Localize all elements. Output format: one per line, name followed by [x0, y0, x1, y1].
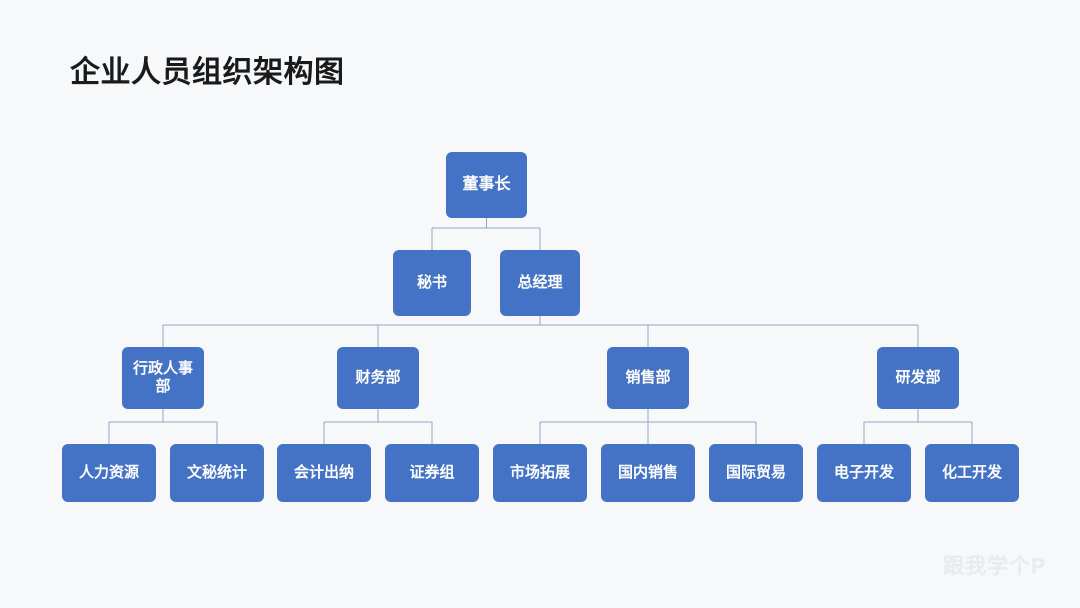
org-node-n12[interactable]: 市场拓展 [493, 444, 587, 502]
org-node-n1[interactable]: 董事长 [446, 152, 527, 218]
page-title: 企业人员组织架构图 [70, 56, 345, 89]
org-node-label: 总经理 [517, 273, 563, 291]
org-node-label: 董事长 [462, 176, 511, 194]
org-node-n3[interactable]: 总经理 [500, 250, 580, 316]
org-node-n15[interactable]: 电子开发 [817, 444, 911, 502]
org-node-label: 化工开发 [941, 463, 1002, 481]
org-node-n9[interactable]: 文秘统计 [170, 444, 264, 502]
org-node-n16[interactable]: 化工开发 [925, 444, 1019, 502]
org-node-n13[interactable]: 国内销售 [601, 444, 695, 502]
org-node-label: 电子开发 [833, 463, 894, 481]
org-node-n8[interactable]: 人力资源 [62, 444, 156, 502]
org-node-n10[interactable]: 会计出纳 [277, 444, 371, 502]
org-node-n2[interactable]: 秘书 [393, 250, 471, 316]
org-node-label: 证券组 [409, 463, 455, 481]
watermark: 跟我学个P [942, 555, 1046, 578]
org-node-label: 国内销售 [617, 463, 678, 481]
org-node-n6[interactable]: 销售部 [607, 347, 689, 409]
org-node-label: 人力资源 [78, 463, 139, 481]
org-node-label: 市场拓展 [509, 463, 570, 481]
org-node-label: 行政人事部 [132, 359, 193, 395]
org-node-label: 财务部 [355, 368, 401, 386]
org-node-label: 研发部 [895, 368, 941, 386]
org-node-label: 文秘统计 [186, 463, 247, 481]
org-node-label: 秘书 [416, 273, 447, 291]
org-node-n5[interactable]: 财务部 [337, 347, 419, 409]
org-node-label: 销售部 [625, 368, 671, 386]
org-node-n4[interactable]: 行政人事部 [122, 347, 204, 409]
org-node-label: 会计出纳 [293, 463, 354, 481]
org-node-n11[interactable]: 证券组 [385, 444, 479, 502]
org-node-label: 国际贸易 [725, 463, 786, 481]
org-node-n7[interactable]: 研发部 [877, 347, 959, 409]
org-node-n14[interactable]: 国际贸易 [709, 444, 803, 502]
